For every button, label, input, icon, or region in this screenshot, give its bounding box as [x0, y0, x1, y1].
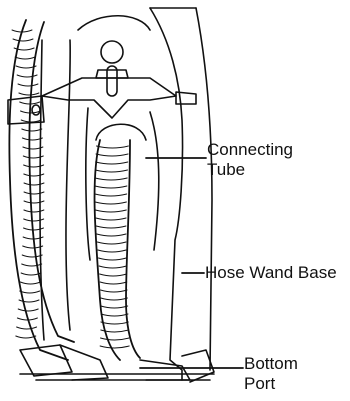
- base-and-bottom-port: [20, 345, 214, 382]
- connecting-tube: [86, 108, 159, 360]
- connecting-tube-label-line2: Tube: [207, 160, 293, 180]
- hose-wand-base-label: Hose Wand Base: [205, 263, 337, 283]
- bottom-port-label-line2: Port: [244, 374, 298, 394]
- bottom-port-label: Bottom Port: [244, 354, 298, 394]
- bottom-port-label-line1: Bottom: [244, 354, 298, 374]
- connecting-tube-label-line1: Connecting: [207, 140, 293, 160]
- connecting-tube-label: Connecting Tube: [207, 140, 293, 180]
